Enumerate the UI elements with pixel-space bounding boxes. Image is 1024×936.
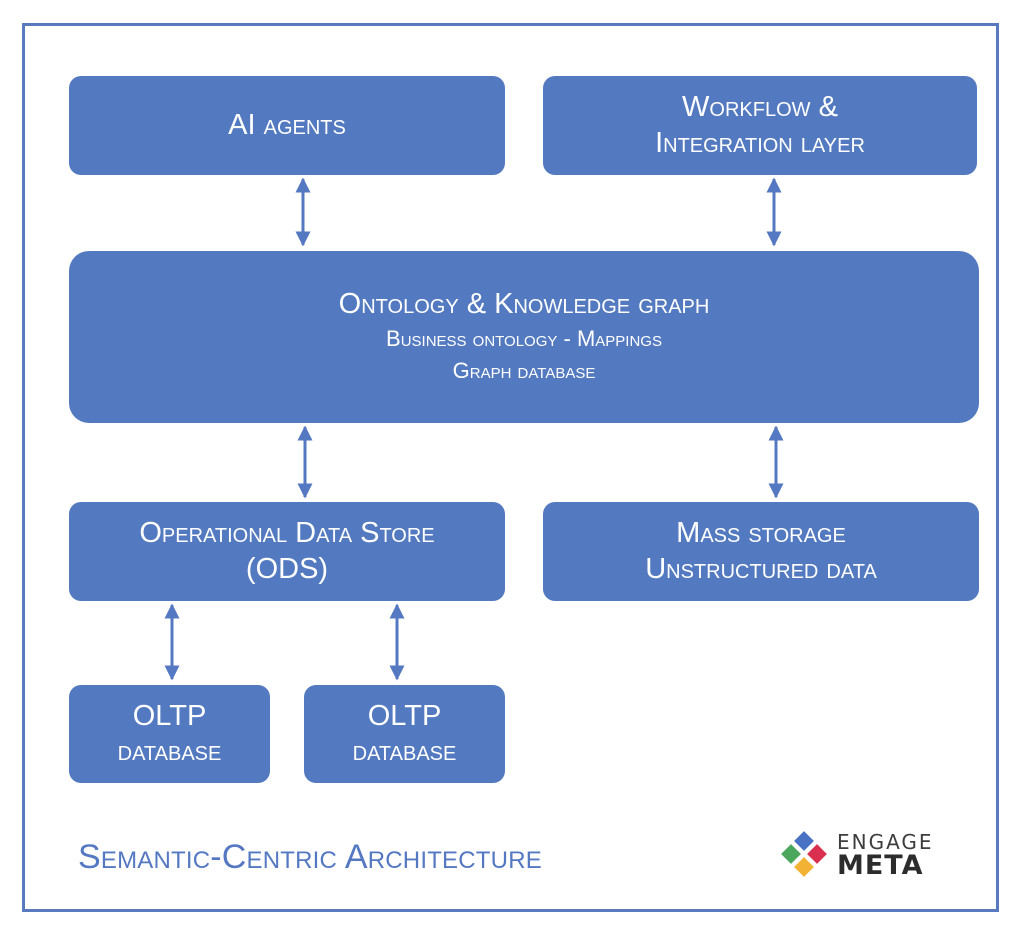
oltp-1-label-line2: database: [117, 735, 222, 767]
logo-mark-icon: [781, 831, 827, 877]
workflow-label-line1: Workflow &: [682, 91, 838, 124]
logo-text-engage: ENGAGE: [837, 830, 934, 854]
ontology-title: Ontology & Knowledge graph: [338, 288, 710, 321]
mass-storage-node: Mass storage Unstructured data: [543, 502, 979, 601]
oltp-2-label-line1: OLTP: [367, 699, 442, 732]
oltp-2-label-line2: database: [352, 735, 457, 767]
oltp-database-node-2: OLTP database: [304, 685, 505, 783]
ods-label-line2: (ODS): [245, 552, 329, 585]
ontology-node: Ontology & Knowledge graph Business onto…: [69, 251, 979, 423]
diagram-caption: Semantic-Centric Architecture: [78, 838, 542, 876]
ontology-subtitle-2: Graph database: [452, 357, 596, 383]
logo-text-meta: META: [837, 850, 924, 881]
workflow-label-line2: Integration layer: [655, 126, 865, 159]
ods-label-line1: Operational Data Store: [139, 517, 435, 550]
mass-storage-label-line2: Unstructured data: [645, 552, 877, 585]
mass-storage-label-line1: Mass storage: [676, 517, 846, 550]
oltp-1-label-line1: OLTP: [132, 699, 207, 732]
ontology-subtitle-1: Business ontology - Mappings: [386, 325, 662, 351]
oltp-database-node-1: OLTP database: [69, 685, 270, 783]
ai-agents-node: AI agents: [69, 76, 505, 175]
engage-meta-logo: ENGAGE META: [781, 828, 941, 884]
ai-agents-label: AI agents: [228, 108, 346, 141]
diagram-frame: [22, 23, 999, 912]
workflow-node: Workflow & Integration layer: [543, 76, 977, 175]
ods-node: Operational Data Store (ODS): [69, 502, 505, 601]
